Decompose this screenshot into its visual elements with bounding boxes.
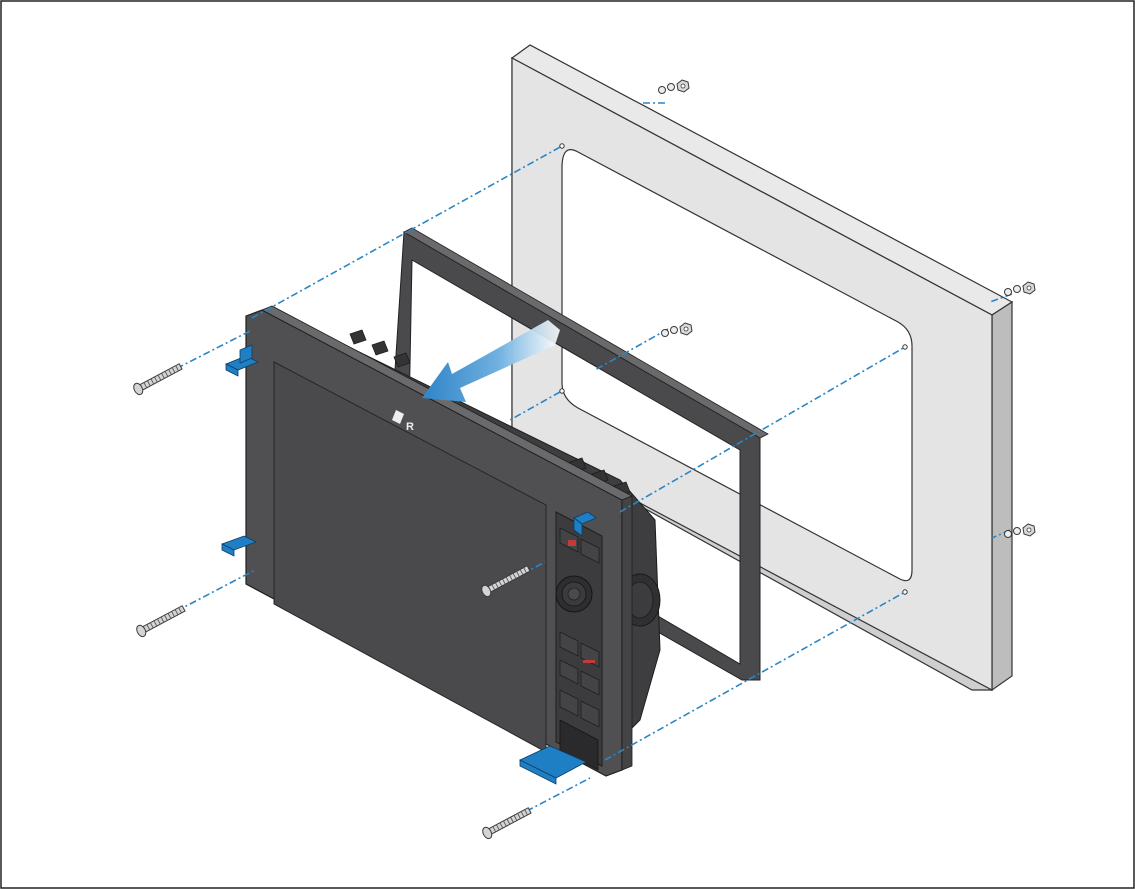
panel-cutout <box>561 149 913 582</box>
direction-arrow-icon <box>422 320 560 402</box>
mounting-panel <box>510 44 1014 692</box>
key-bottom-left <box>559 689 579 717</box>
key-lower-left <box>559 659 579 685</box>
mounting-clips <box>220 344 597 785</box>
key-power <box>580 670 600 696</box>
cooling-fins <box>349 329 631 497</box>
key-bottom-right <box>580 700 600 728</box>
key-mid-left <box>559 631 579 657</box>
key-top-right <box>580 538 600 564</box>
record-key-icon <box>583 660 595 663</box>
brand-logo-icon <box>392 410 404 424</box>
card-reader-slot <box>559 719 599 771</box>
display-unit: R <box>245 305 661 777</box>
alarm-key-icon <box>568 540 576 546</box>
brand-mark: R <box>406 421 414 433</box>
